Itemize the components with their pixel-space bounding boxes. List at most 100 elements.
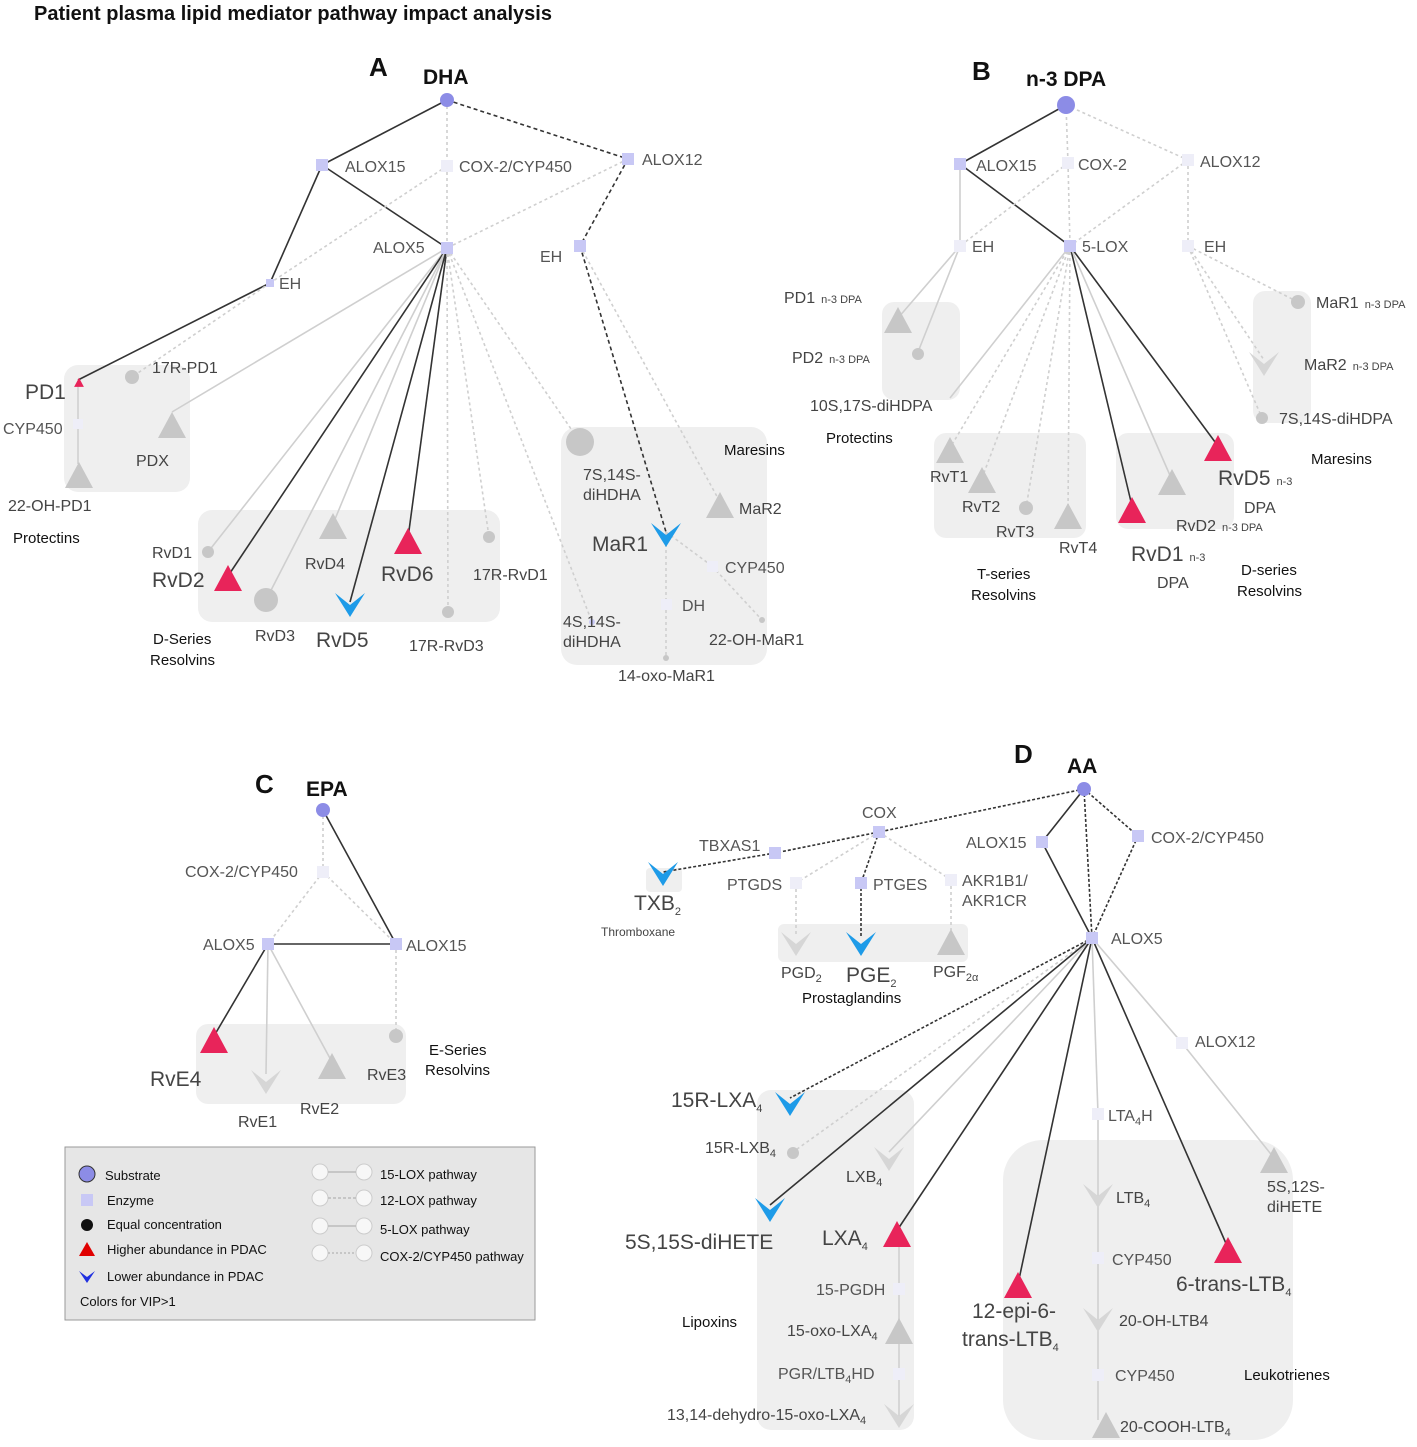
- figure-title: Patient plasma lipid mediator pathway im…: [34, 3, 552, 25]
- pgd2-label: PGD2: [781, 965, 822, 985]
- alox15-label-c: ALOX15: [406, 938, 467, 955]
- lipoxins-box: [757, 1090, 914, 1430]
- 4s14s-dihdha-marker: [589, 619, 595, 625]
- rvd1-label: RvD1: [152, 545, 192, 562]
- e-series-resolvins-group-label: Resolvins: [425, 1062, 490, 1079]
- cyp450-label: CYP450: [3, 421, 63, 438]
- legend-15-lox-label: 15-LOX pathway: [380, 1167, 477, 1182]
- pgr-ltb4hd-label: PGR/LTB4HD: [778, 1366, 875, 1386]
- alox12-enzyme-node-d: [1176, 1037, 1188, 1049]
- pgf2a-label: PGF2α: [933, 964, 979, 984]
- cox2-cyp450-label-d: COX-2/CYP450: [1151, 830, 1264, 847]
- mar2-n3dpa-subscript: n-3 DPA: [1353, 361, 1394, 373]
- ptgds-enzyme-node: [790, 877, 802, 889]
- akr1b1-label: AKR1B1/: [962, 873, 1028, 890]
- panel-c: C EPA COX-2/CYP450 ALOX5 ALOX15 RvE4 RvE…: [150, 769, 490, 1131]
- rvd1-dpa-label: DPA: [1157, 575, 1189, 592]
- 15r-lxb4-marker: [787, 1147, 799, 1159]
- cox-enzyme-node: [873, 826, 885, 838]
- t-series-group-label: T-series: [977, 566, 1030, 583]
- eh-enzyme-node-small: [266, 279, 274, 287]
- mar1-n3dpa-name: MaR1: [1316, 295, 1359, 312]
- rvd1-marker: [202, 546, 214, 558]
- panel-a-edges: [77, 99, 763, 658]
- rvd1-n3dpa-name: RvD1: [1131, 543, 1184, 566]
- tbxas1-label: TBXAS1: [699, 838, 760, 855]
- pgr-ltb4hd-tail: HD: [851, 1366, 874, 1383]
- 22-oh-mar1-label: 22-OH-MaR1: [709, 632, 804, 649]
- txb2-name: TXB: [634, 892, 675, 915]
- 13-14-dehydro-subscript: 4: [860, 1415, 866, 1427]
- legend-lower-label: Lower abundance in PDAC: [107, 1269, 264, 1284]
- rve4-label: RvE4: [150, 1068, 202, 1091]
- legend-pathway-lines: [311, 1163, 373, 1262]
- alox15-label-b: ALOX15: [976, 158, 1037, 175]
- panel-a: A DHA ALOX15 COX-2/CYP450 ALOX12 ALOX5 E…: [3, 52, 804, 685]
- pd2-n3dpa-marker: [912, 348, 924, 360]
- rvd5-n3dpa-subscript: n-3: [1277, 476, 1293, 488]
- pgr-ltb4hd-name: PGR/LTB: [778, 1366, 845, 1383]
- 5-lox-label: 5-LOX: [1082, 239, 1129, 256]
- cyp450-label-d2: CYP450: [1115, 1368, 1175, 1385]
- dh-enzyme-node: [661, 599, 672, 610]
- alox15-enzyme-node-c: [390, 938, 402, 950]
- 15-oxo-lxa4-label: 15-oxo-LXA4: [787, 1323, 878, 1343]
- 6-trans-ltb4-label: 6-trans-LTB4: [1176, 1273, 1291, 1299]
- cox2-cyp450-label-c: COX-2/CYP450: [185, 864, 298, 881]
- ltb4-label: LTB4: [1116, 1190, 1150, 1210]
- akr1b1-enzyme-node: [945, 874, 957, 886]
- eh-enzyme-node-b2: [1182, 240, 1194, 252]
- panel-d-edges: [662, 788, 1275, 1420]
- cyp450-enzyme-node: [73, 419, 83, 429]
- panel-letter-a: A: [369, 52, 388, 82]
- 13-14-dehydro-name: 13,14-dehydro-15-oxo-LXA: [667, 1407, 860, 1424]
- legend: Substrate Enzyme Equal concentration Hig…: [64, 1146, 536, 1321]
- rvt2-label: RvT2: [962, 499, 1000, 516]
- lxb4-subscript: 4: [876, 1177, 882, 1189]
- lxb4-label: LXB4: [846, 1169, 882, 1189]
- panel-letter-d: D: [1014, 739, 1033, 769]
- 15-pgdh-enzyme-node: [893, 1283, 905, 1295]
- 14-oxo-mar1-marker: [663, 655, 669, 661]
- pd1-label: PD1: [25, 381, 66, 404]
- alox12-label: ALOX12: [642, 152, 703, 169]
- protectins-group-label-b: Protectins: [826, 430, 893, 447]
- pgf2a-name: PGF: [933, 964, 966, 981]
- 15-oxo-lxa4-name: 15-oxo-LXA: [787, 1323, 872, 1340]
- panel-b-edges: [897, 104, 1299, 515]
- pd2-n3dpa-subscript: n-3 DPA: [829, 354, 870, 366]
- cox2-enzyme-node-b: [1062, 157, 1074, 169]
- 15-oxo-lxa4-subscript: 4: [872, 1331, 878, 1343]
- 5-lox-enzyme-node: [1064, 240, 1076, 252]
- 12-epi-6-trans-ltb4-label-2: trans-LTB4: [962, 1328, 1059, 1354]
- 17r-pd1-label: 17R-PD1: [152, 360, 218, 377]
- eh-label: EH: [540, 249, 562, 266]
- protectins-box: [64, 365, 190, 492]
- panel-d: D AA COX TBXAS1 PTGDS PTGES AKR1B1/ AKR1…: [601, 739, 1330, 1440]
- pgr-ltb4hd-subscript: 4: [845, 1374, 851, 1386]
- 6-trans-ltb4-name: 6-trans-LTB: [1176, 1273, 1285, 1296]
- 15r-lxb4-label: 15R-LXB4: [705, 1140, 776, 1160]
- legend-higher-icon: [79, 1242, 95, 1256]
- prostaglandins-box: [778, 924, 968, 962]
- panel-b: B n-3 DPA ALOX15 COX-2 ALOX12 EH 5-LOX E…: [784, 56, 1406, 604]
- rvd2-label: RvD2: [152, 569, 205, 592]
- 10s17s-dihdpa-label: 10S,17S-diHDPA: [810, 398, 933, 415]
- 7s14s-dihdpa-marker: [1256, 412, 1268, 424]
- 12-epi-6-trans-ltb4-label-1: 12-epi-6-: [972, 1300, 1056, 1323]
- 17r-rvd1-marker: [483, 531, 495, 543]
- 17r-pd1-marker: [125, 370, 139, 384]
- 5s12s-dihete-label-2: diHETE: [1267, 1199, 1322, 1216]
- legend-equal-label: Equal concentration: [107, 1217, 222, 1232]
- 6-trans-ltb4-subscript: 4: [1285, 1287, 1291, 1299]
- rve3-marker: [389, 1029, 403, 1043]
- t-series-box: [934, 433, 1086, 538]
- rvd6-label: RvD6: [381, 563, 434, 586]
- rve1-label: RvE1: [238, 1114, 277, 1131]
- 14-oxo-mar1-label: 14-oxo-MaR1: [618, 668, 715, 685]
- rvd3-label: RvD3: [255, 628, 295, 645]
